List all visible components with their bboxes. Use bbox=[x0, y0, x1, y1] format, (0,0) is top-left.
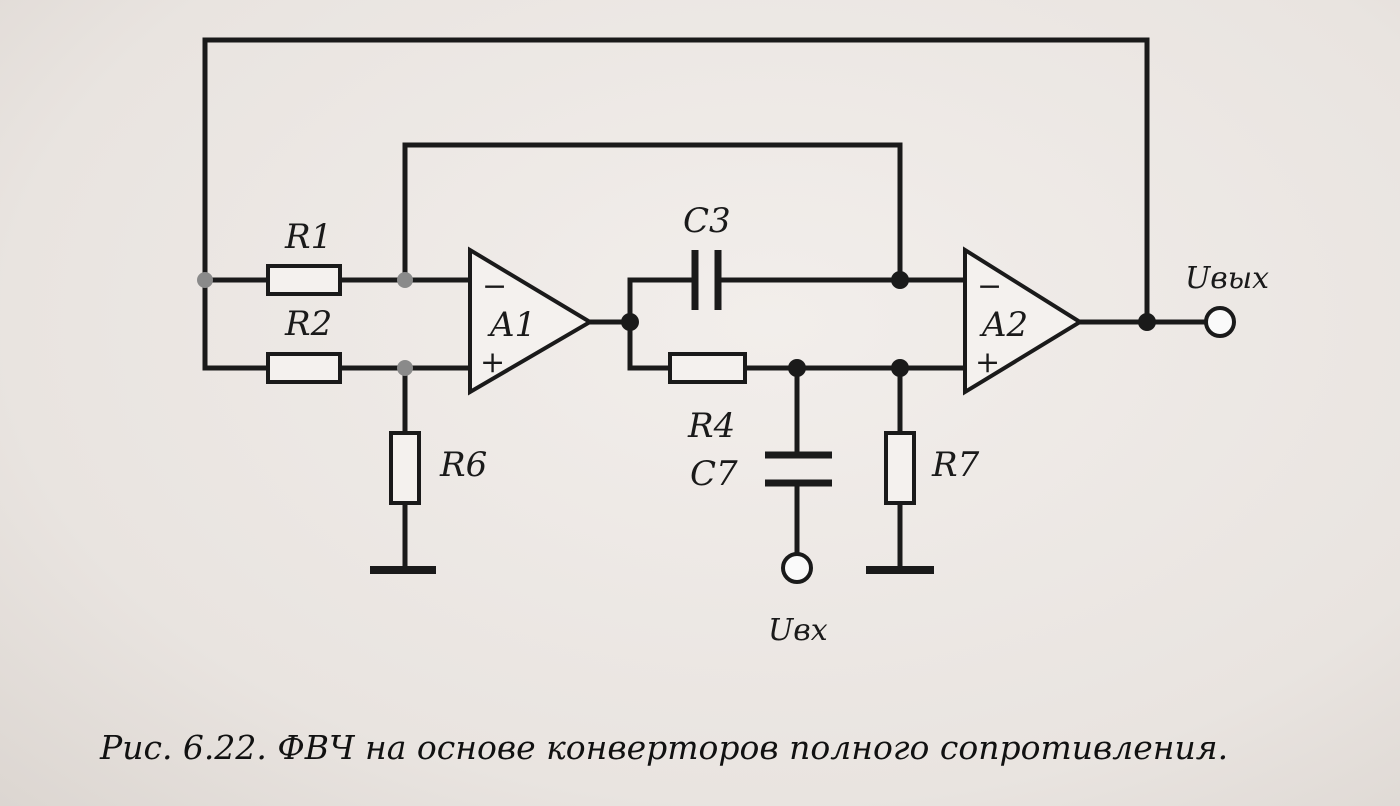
a1-plus-sign: + bbox=[480, 345, 505, 380]
figure-caption: Рис. 6.22. ФВЧ на основе конверторов пол… bbox=[100, 728, 1229, 767]
junction-output bbox=[1138, 313, 1156, 331]
resistor-r4 bbox=[668, 352, 747, 384]
label-r7: R7 bbox=[931, 445, 980, 485]
output-label: Uвых bbox=[1185, 261, 1269, 296]
label-r1: R1 bbox=[284, 217, 332, 257]
resistor-r1 bbox=[266, 264, 342, 296]
opamp-a1 bbox=[468, 246, 594, 396]
label-c7: C7 bbox=[690, 454, 738, 494]
junction-a2-minus bbox=[891, 271, 909, 289]
label-a1: A1 bbox=[487, 305, 536, 345]
a1-minus-sign: − bbox=[482, 269, 507, 304]
capacitor-c3 bbox=[691, 250, 722, 310]
junction-left bbox=[197, 272, 213, 288]
a2-plus-sign: + bbox=[975, 345, 1000, 380]
opamp-a2 bbox=[963, 246, 1084, 396]
resistor-r6 bbox=[389, 431, 421, 505]
resistor-r7 bbox=[884, 431, 916, 505]
label-r4: R4 bbox=[687, 406, 735, 446]
label-r2: R2 bbox=[284, 304, 332, 344]
circuit-diagram: R1 R2 R4 R6 R7 C3 C7 A1 A2 − + − + Uвых … bbox=[197, 37, 1269, 648]
label-a2: A2 bbox=[979, 305, 1028, 345]
input-terminal bbox=[781, 552, 813, 584]
junction-a1-minus bbox=[397, 272, 413, 288]
a2-minus-sign: − bbox=[977, 269, 1002, 304]
junction-a2-plus bbox=[891, 359, 909, 377]
label-r6: R6 bbox=[439, 445, 487, 485]
label-c3: C3 bbox=[683, 201, 731, 241]
input-label: Uвх bbox=[768, 613, 828, 648]
junction-r4-c7 bbox=[788, 359, 806, 377]
output-terminal bbox=[1204, 306, 1236, 338]
capacitor-c7 bbox=[765, 451, 832, 487]
junction-a1-plus bbox=[397, 360, 413, 376]
resistor-r2 bbox=[266, 352, 342, 384]
junction-a1-out bbox=[621, 313, 639, 331]
